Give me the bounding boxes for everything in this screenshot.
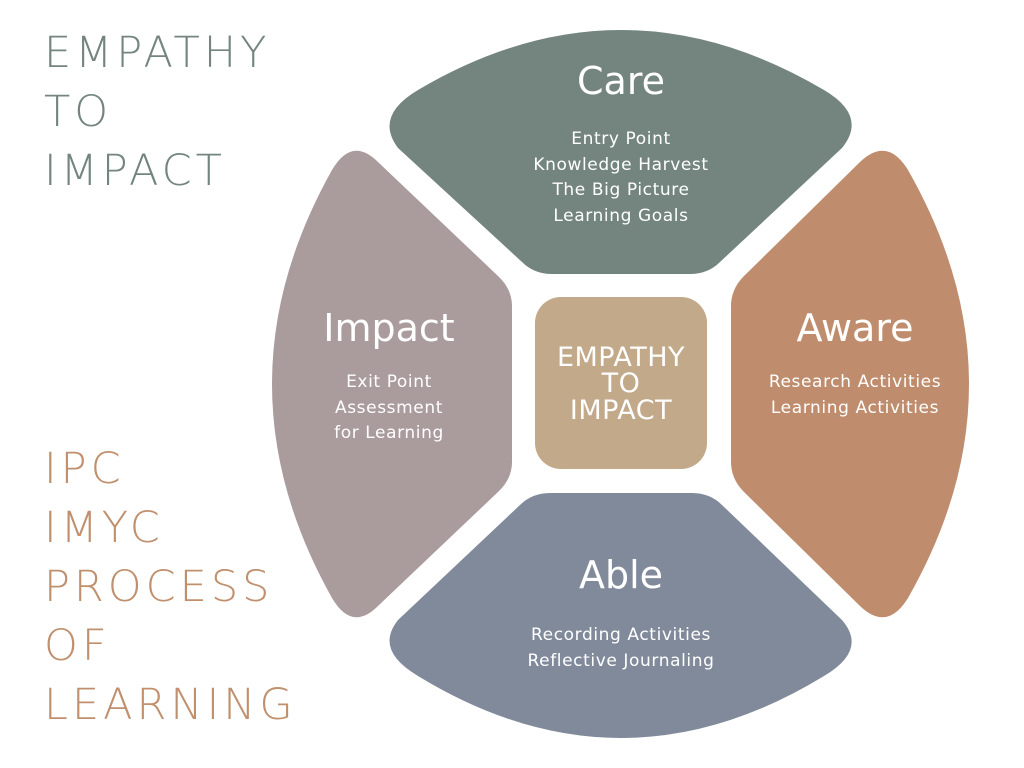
bottom-title-line-3: PROCESS	[44, 562, 274, 612]
bottom-title-line-5: LEARNING	[44, 680, 297, 730]
segment-care-item-4: Learning Goals	[553, 206, 688, 226]
segment-able-shape	[389, 493, 852, 738]
bottom-title-line-4: OF	[44, 621, 111, 671]
left-title-line-2: TO	[44, 87, 113, 137]
segment-able: Able Recording Activities Reflective Jou…	[389, 493, 852, 738]
left-title: EMPATHY TO IMPACT	[44, 24, 270, 201]
center-line-3: IMPACT	[570, 395, 672, 426]
left-title-line-1: EMPATHY	[44, 28, 271, 78]
segment-able-item-2: Reflective Journaling	[527, 651, 714, 671]
bottom-title-line-1: IPC	[44, 444, 125, 494]
segment-aware-title: Aware	[797, 306, 914, 350]
segment-aware: Aware Research Activities Learning Activ…	[731, 150, 969, 618]
segment-aware-shape	[731, 150, 969, 618]
segment-impact-item-3: for Learning	[334, 423, 444, 443]
segment-able-item-1: Recording Activities	[531, 625, 711, 645]
segment-care-item-1: Entry Point	[571, 129, 670, 149]
left-title-line-3: IMPACT	[44, 146, 226, 196]
segment-care-item-3: The Big Picture	[551, 180, 689, 200]
center-box: EMPATHY TO IMPACT	[535, 297, 707, 469]
segment-aware-item-2: Learning Activities	[771, 398, 939, 418]
segment-care: Care Entry Point Knowledge Harvest The B…	[389, 30, 852, 274]
bottom-title: IPC IMYC PROCESS OF LEARNING	[44, 440, 297, 735]
center-line-1: EMPATHY	[557, 342, 685, 373]
segment-impact: Impact Exit Point Assessment for Learnin…	[272, 150, 512, 618]
segment-able-title: Able	[579, 553, 663, 597]
segment-care-shape	[389, 30, 852, 274]
segment-care-title: Care	[577, 59, 665, 103]
center-line-2: TO	[601, 368, 641, 399]
segment-impact-title: Impact	[323, 306, 454, 350]
segment-impact-item-1: Exit Point	[346, 372, 432, 392]
center-box-shape	[535, 297, 707, 469]
segment-aware-item-1: Research Activities	[769, 372, 941, 392]
segment-impact-item-2: Assessment	[335, 398, 443, 418]
bottom-title-line-2: IMYC	[44, 503, 164, 553]
segment-care-item-2: Knowledge Harvest	[533, 155, 708, 175]
segment-impact-shape	[272, 150, 512, 618]
